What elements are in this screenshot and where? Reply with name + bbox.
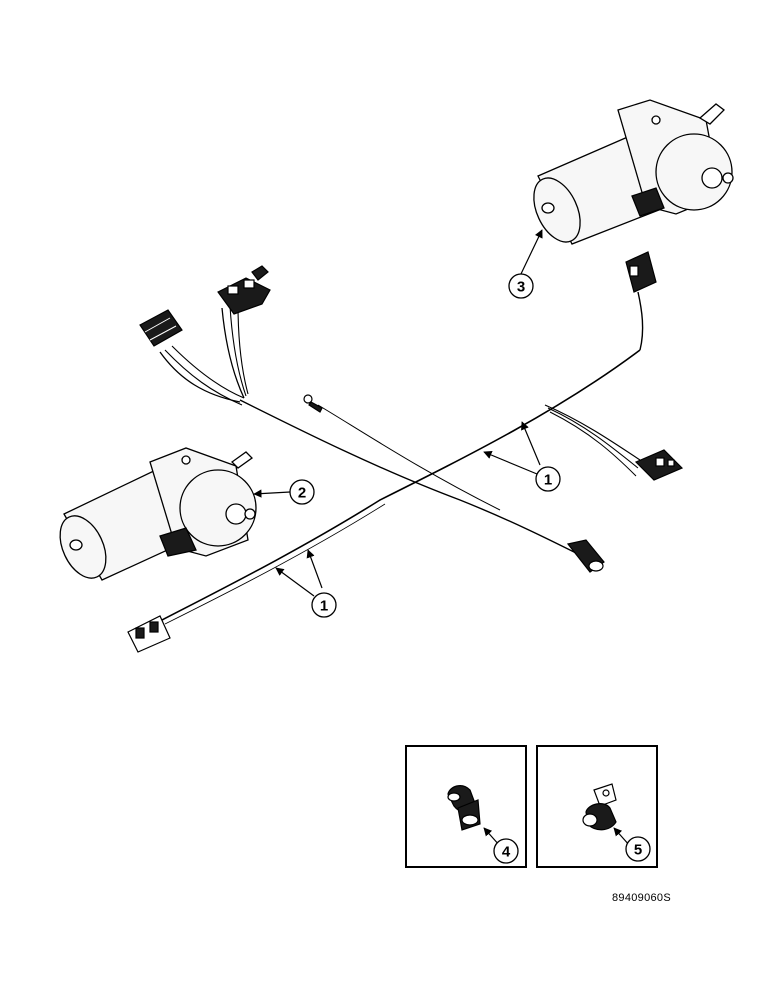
callout-1b: 1 (311, 592, 337, 618)
inset-clip-4: 4 (405, 745, 527, 868)
motor-icon (59, 447, 257, 581)
callout-2: 2 (289, 479, 315, 505)
clip-icon (447, 785, 481, 831)
connector-icon (634, 449, 684, 481)
connector-icon (139, 309, 183, 347)
connector-icon (127, 615, 171, 653)
callout-3: 3 (508, 273, 534, 299)
connector-icon (217, 265, 271, 315)
figure-code: 89409060S (612, 892, 671, 904)
motor-icon (533, 99, 734, 245)
callout-1a: 1 (535, 466, 561, 492)
inset-clip-5: 5 (536, 745, 658, 868)
ring-terminal-icon (303, 394, 323, 413)
svg-text:2: 2 (298, 485, 306, 502)
svg-text:4: 4 (502, 844, 511, 861)
callout-leaders (253, 229, 543, 597)
clip-icon (582, 783, 617, 831)
connector-icon (625, 251, 657, 293)
svg-text:1: 1 (544, 472, 552, 489)
wiring-harness (147, 291, 644, 633)
connector-icon (566, 539, 605, 573)
svg-text:5: 5 (634, 842, 642, 859)
svg-text:3: 3 (517, 279, 525, 296)
svg-text:1: 1 (320, 598, 328, 615)
